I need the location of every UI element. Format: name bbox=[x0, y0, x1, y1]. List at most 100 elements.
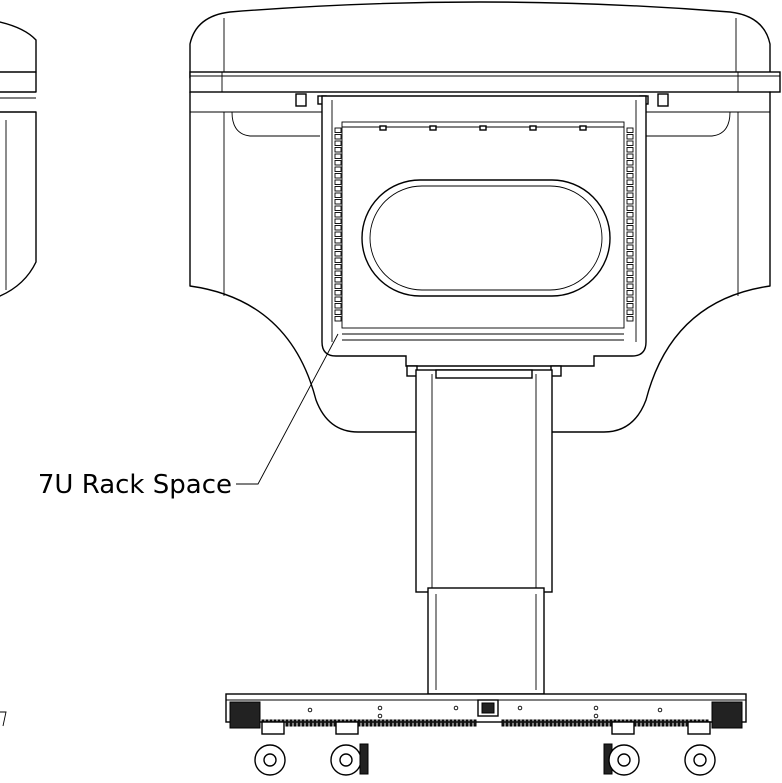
vent-slat bbox=[373, 719, 377, 727]
vent-slat bbox=[529, 719, 533, 727]
rack-cutout bbox=[361, 179, 611, 297]
rail-hole bbox=[334, 140, 342, 146]
rack-top-clips bbox=[379, 125, 587, 131]
vent-slat bbox=[361, 719, 365, 727]
vent-slat bbox=[473, 719, 477, 727]
rack-space-label: 7U Rack Space bbox=[38, 470, 232, 500]
vent-slat bbox=[577, 719, 581, 727]
vent-slat bbox=[605, 719, 609, 727]
vent-slat bbox=[309, 719, 313, 727]
vent-slat bbox=[445, 719, 449, 727]
caster-wheel-icon bbox=[684, 721, 716, 776]
vent-slat bbox=[437, 719, 441, 727]
vent-slat bbox=[397, 719, 401, 727]
rail-hole bbox=[334, 244, 342, 250]
vent-slat bbox=[553, 719, 557, 727]
vent-slat bbox=[509, 719, 513, 727]
vent-slat bbox=[669, 719, 673, 727]
cabinet-body bbox=[189, 91, 771, 433]
rail-hole bbox=[334, 192, 342, 198]
base-rivets bbox=[307, 705, 663, 719]
rail-hole bbox=[334, 225, 342, 231]
rail-hole bbox=[626, 134, 634, 140]
rail-hole bbox=[334, 303, 342, 309]
vent-slat bbox=[285, 719, 289, 727]
rack-space-callout: 7U Rack Space bbox=[38, 333, 339, 500]
vent-slat bbox=[453, 719, 457, 727]
top-hood bbox=[189, 1, 781, 93]
vent-slat bbox=[541, 719, 545, 727]
vent-slat bbox=[661, 719, 665, 727]
lift-column bbox=[415, 369, 553, 695]
rail-hole bbox=[334, 173, 342, 179]
vent-slat bbox=[525, 719, 529, 727]
rail-hole bbox=[334, 127, 342, 133]
rail-hole bbox=[334, 270, 342, 276]
base-chassis bbox=[225, 693, 747, 729]
rail-hole bbox=[334, 205, 342, 211]
power-inlet-icon bbox=[477, 699, 499, 717]
rail-hole bbox=[334, 309, 342, 315]
rail-hole bbox=[334, 212, 342, 218]
vent-slat bbox=[405, 719, 409, 727]
rail-hole bbox=[334, 277, 342, 283]
vent-slat bbox=[637, 719, 641, 727]
vent-slat bbox=[433, 719, 437, 727]
vent-slat bbox=[573, 719, 577, 727]
rail-hole bbox=[626, 153, 634, 159]
rack-rail-left bbox=[334, 127, 342, 322]
vent-slat bbox=[673, 719, 677, 727]
rail-hole bbox=[626, 140, 634, 146]
rail-hole bbox=[626, 199, 634, 205]
vent-slat bbox=[589, 719, 593, 727]
rail-hole bbox=[334, 160, 342, 166]
rail-hole bbox=[626, 231, 634, 237]
rail-hole bbox=[626, 303, 634, 309]
casters bbox=[254, 721, 716, 776]
vent-slat bbox=[369, 719, 373, 727]
rail-hole bbox=[626, 264, 634, 270]
vent-slat bbox=[505, 719, 509, 727]
rail-hole bbox=[334, 186, 342, 192]
rail-hole bbox=[626, 309, 634, 315]
vent-slat bbox=[377, 719, 381, 727]
vent-slat bbox=[417, 719, 421, 727]
rail-hole bbox=[626, 244, 634, 250]
rail-hole bbox=[626, 238, 634, 244]
vent-slat bbox=[593, 719, 597, 727]
vent-slat bbox=[297, 719, 301, 727]
rail-hole bbox=[334, 134, 342, 140]
left-partial-cabinet bbox=[0, 21, 37, 727]
vent-slat bbox=[521, 719, 525, 727]
rail-hole bbox=[334, 316, 342, 322]
vent-slat bbox=[657, 719, 661, 727]
vent-slat bbox=[641, 719, 645, 727]
vent-slat bbox=[585, 719, 589, 727]
vent-slat bbox=[549, 719, 553, 727]
rail-hole bbox=[334, 218, 342, 224]
vent-slat bbox=[385, 719, 389, 727]
rail-hole bbox=[626, 218, 634, 224]
rail-hole bbox=[626, 179, 634, 185]
caster-wheel-icon bbox=[603, 721, 640, 776]
vent-slat bbox=[313, 719, 317, 727]
rail-hole bbox=[626, 166, 634, 172]
vent-slat bbox=[409, 719, 413, 727]
rail-hole bbox=[626, 212, 634, 218]
rail-hole bbox=[626, 290, 634, 296]
vent-slat bbox=[469, 719, 473, 727]
vent-slat bbox=[293, 719, 297, 727]
vent-slat bbox=[425, 719, 429, 727]
vent-slat bbox=[645, 719, 649, 727]
rail-hole bbox=[334, 251, 342, 257]
rail-hole bbox=[626, 251, 634, 257]
vent-slat bbox=[557, 719, 561, 727]
rail-hole bbox=[334, 166, 342, 172]
vent-slat bbox=[441, 719, 445, 727]
rail-hole bbox=[334, 147, 342, 153]
vent-slat bbox=[305, 719, 309, 727]
rail-hole bbox=[334, 238, 342, 244]
rail-hole bbox=[626, 283, 634, 289]
vent-slat bbox=[317, 719, 321, 727]
rail-hole bbox=[626, 296, 634, 302]
